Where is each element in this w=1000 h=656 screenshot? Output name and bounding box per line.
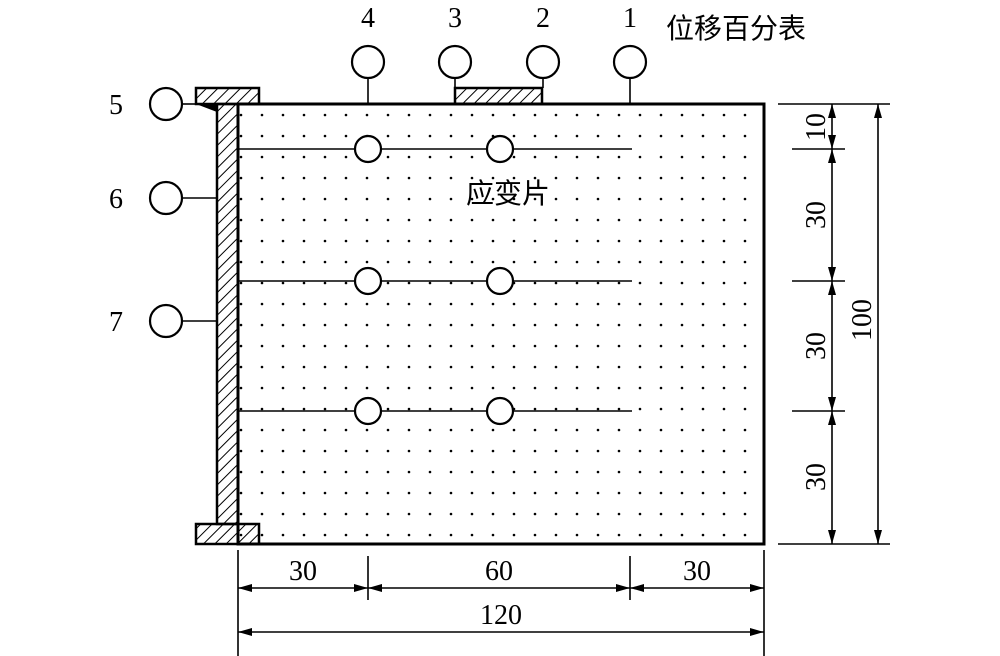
gauge-label-1: 1 <box>623 3 637 34</box>
dim-right-top: 10 <box>801 113 832 141</box>
dial-gauge-icon <box>525 44 561 80</box>
dim-bottom-right: 30 <box>683 556 711 587</box>
gauge-label-4: 4 <box>361 3 375 34</box>
gauge-label-5: 5 <box>109 90 123 121</box>
dial-gauge-icon <box>148 303 184 339</box>
side-dial-gauges <box>148 86 217 339</box>
strain-gauge-rows <box>238 134 632 426</box>
dial-gauge-icon <box>437 44 473 80</box>
strain-gauge-icon <box>485 396 515 426</box>
dim-right-third: 30 <box>801 332 832 360</box>
strain-gauge-icon <box>485 134 515 164</box>
top-dial-gauges <box>350 44 648 104</box>
dim-right-total: 100 <box>847 299 878 341</box>
dial-gauge-icon <box>148 86 184 122</box>
specimen-panel <box>236 102 766 546</box>
dim-bottom-middle: 60 <box>485 556 513 587</box>
strain-gauges-caption: 应变片 <box>466 177 550 210</box>
bottom-dimensions <box>237 550 765 656</box>
gauge-label-6: 6 <box>109 184 123 215</box>
steel-column <box>194 86 261 546</box>
dim-bottom-left: 30 <box>289 556 317 587</box>
dial-gauge-icon <box>612 44 648 80</box>
strain-gauge-icon <box>353 266 383 296</box>
dim-right-fourth: 30 <box>801 463 832 491</box>
gauge-label-2: 2 <box>536 3 550 34</box>
strain-gauge-icon <box>353 134 383 164</box>
right-dimensions <box>778 103 890 545</box>
gauge-label-3: 3 <box>448 3 462 34</box>
strain-gauge-icon <box>353 396 383 426</box>
dim-bottom-total: 120 <box>480 600 522 631</box>
dial-gauges-caption: 位移百分表 <box>666 12 806 45</box>
loading-plate <box>453 86 544 106</box>
dim-right-second: 30 <box>801 201 832 229</box>
dial-gauge-icon <box>148 180 184 216</box>
gauge-label-7: 7 <box>109 307 123 338</box>
strain-gauge-icon <box>485 266 515 296</box>
dial-gauge-icon <box>350 44 386 80</box>
